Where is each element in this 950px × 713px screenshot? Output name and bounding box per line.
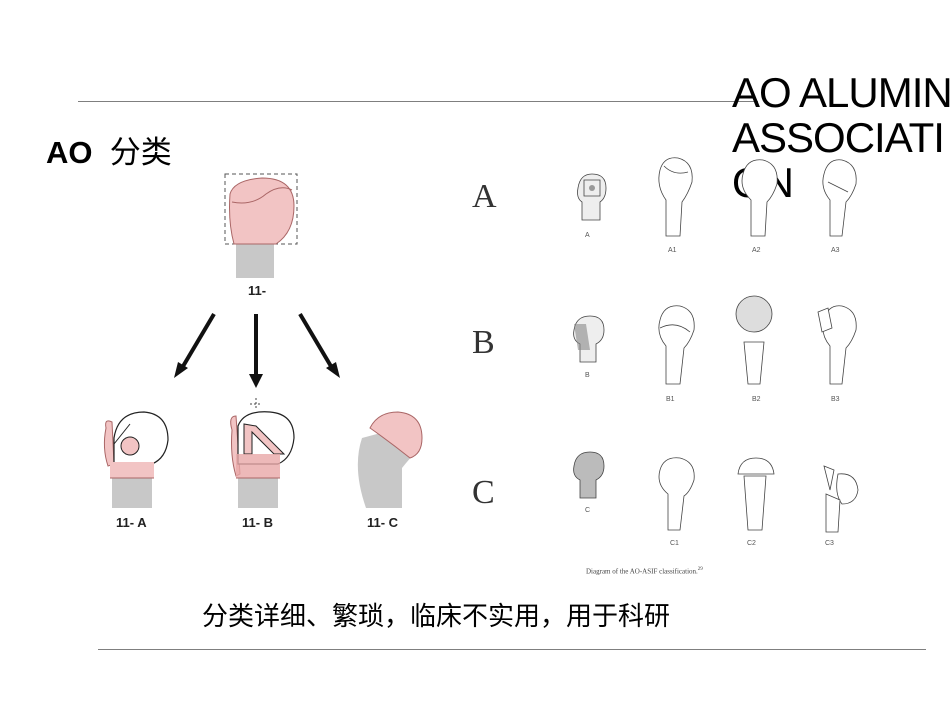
sketch-c (573, 451, 605, 499)
sketch-a (577, 173, 607, 221)
sketch-a1 (658, 157, 693, 237)
label-11: 11- (248, 283, 267, 298)
heading-ao: AO (46, 135, 93, 170)
sketch-label-a1: A1 (668, 247, 677, 254)
sketch-label-b3: B3 (831, 396, 840, 403)
footer-caption: 分类详细、繁琐，临床不实用，用于科研 (202, 602, 671, 632)
sketch-label-a2: A2 (752, 247, 761, 254)
sketch-a2 (741, 159, 778, 237)
bone-11b-figure (230, 398, 295, 508)
section-heading: AO 分类 (46, 127, 172, 172)
heading-text: 分类 (109, 135, 172, 170)
bone-11a-figure (103, 411, 169, 508)
arrow-middle (249, 314, 263, 388)
bottom-rule (98, 649, 926, 650)
diagram-caption: Diagram of the AO-ASIF classification.29 (586, 567, 703, 575)
sketch-c2 (737, 457, 775, 531)
sketch-b (573, 315, 605, 363)
arrow-right (298, 312, 340, 378)
sketch-label-b2: B2 (752, 396, 761, 403)
sketch-c3 (823, 465, 859, 533)
label-11-c: 11- C (367, 515, 399, 530)
row-letter-b: B (472, 324, 495, 361)
sketch-label-b: B (585, 372, 590, 379)
diagram-caption-text: Diagram of the AO-ASIF classification. (586, 567, 698, 576)
sketch-label-a: A (585, 232, 590, 239)
sketch-a3 (822, 159, 857, 237)
diagram-caption-ref: 29 (697, 567, 703, 572)
top-rule (78, 101, 758, 102)
label-11-a: 11- A (116, 515, 147, 530)
arrow-left (174, 312, 216, 378)
bone-11c-figure (357, 411, 423, 508)
sketch-b3 (817, 305, 857, 385)
sketch-label-c3: C3 (825, 540, 834, 547)
bone-top-figure (224, 173, 298, 278)
sketch-label-c1: C1 (670, 540, 679, 547)
sketch-label-c: C (585, 507, 591, 514)
sketch-c1 (658, 457, 695, 531)
sketch-label-b1: B1 (666, 396, 675, 403)
label-11-b: 11- B (242, 515, 274, 530)
sketch-label-a3: A3 (831, 247, 840, 254)
sketch-b1 (658, 305, 695, 385)
row-letter-a: A (472, 178, 497, 215)
sketch-label-c2: C2 (747, 540, 756, 547)
row-letter-c: C (472, 474, 495, 511)
sketch-b2 (735, 295, 773, 385)
